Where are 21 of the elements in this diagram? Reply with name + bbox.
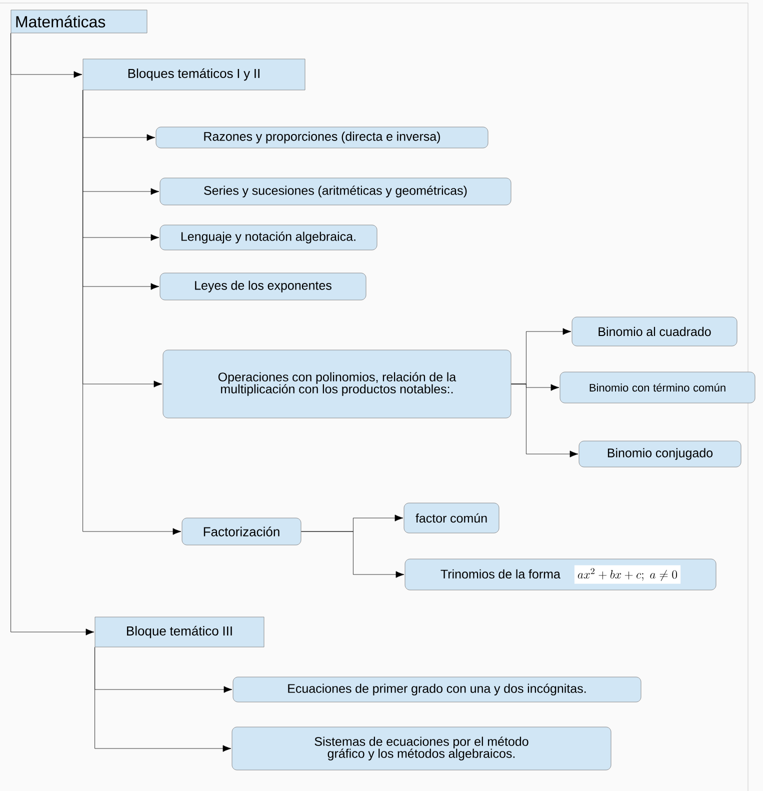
arrow	[301, 531, 404, 578]
subtopic-box: Lenguaje y notación algebraica.	[160, 224, 378, 250]
subtopic-box: Binomio conjugado	[578, 440, 742, 468]
subtopic-box: Factorización	[182, 518, 302, 546]
arrow	[511, 384, 578, 458]
subtopic-box: Binomio al cuadrado	[572, 316, 738, 346]
subtopic-box: Ecuaciones de primer grado con una y dos incógnitas.	[232, 676, 642, 702]
subtopic-box: factor común	[404, 502, 500, 534]
subtopic-box: Leyes de los exponentes	[160, 272, 366, 300]
arrow	[94, 647, 232, 752]
arrow	[82, 90, 182, 535]
topic-box: Bloques temáticos I y II	[82, 58, 306, 90]
subtopic-box: Series y sucesiones (aritméticas y geométricas)	[160, 178, 512, 206]
arrow	[10, 33, 94, 636]
topic-box: Bloque temático III	[94, 616, 264, 648]
subtopic-box: Sistemas de ecuaciones por el método gráfico y los métodos algebraicos.	[232, 726, 612, 770]
subtopic-box: Binomio con término común	[560, 372, 756, 404]
subtopic-box: Operaciones con polinomios, relación de la multiplicación con los productos notables:.	[162, 350, 512, 418]
subtopic-box: Razones y proporciones (directa e inversa)	[156, 126, 488, 148]
subtopic-box: Trinomios de la forma $ax^{2}+bx+c;\ a\neq 0$	[404, 558, 716, 590]
topic-box: Matemáticas	[10, 10, 148, 34]
